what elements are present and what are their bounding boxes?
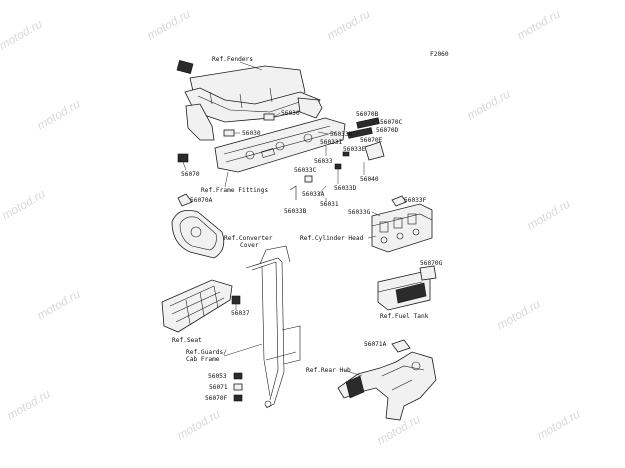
watermark: motod.ru [35,97,83,133]
decal-56037 [231,295,241,305]
ref-converter-cover-label-1: Ref.Converter [224,235,273,242]
part-56031: 56031 [320,201,339,208]
part-56070: 56070 [181,171,200,178]
watermark: motod.ru [5,387,53,423]
cylinder-head [371,203,433,253]
part-56033d: 56033D [334,185,357,192]
part-56033e: 56033E [343,146,366,153]
ref-fenders-label: Ref.Fenders [212,56,253,63]
figure-code: F2060 [430,51,449,58]
watermark: motod.ru [35,287,83,323]
part-56053: 56053 [208,373,227,380]
decal-56033e [342,151,350,157]
decal-56070b [356,117,380,129]
watermark: motod.ru [535,407,583,443]
decal-56070 [177,153,189,163]
part-56070e: 56070E [360,137,383,144]
part-56033h: 56033H [330,131,353,138]
part-56070g: 56070G [420,260,443,267]
part-56070f: 56070F [205,395,228,402]
decal-56071 [233,383,243,391]
ref-cylinder-head-label: Ref.Cylinder Head [300,235,364,242]
ref-seat-label: Ref.Seat [172,337,202,344]
decal-56053 [233,372,243,380]
part-56033f: 56033F [404,197,427,204]
part-56040: 56040 [360,176,379,183]
rear-hub-assembly [337,351,437,421]
ref-frame-fittings-label: Ref.Frame Fittings [201,187,268,194]
decal-56070e [364,141,385,161]
decal-56070g [419,265,437,281]
ref-rear-hub-label: Ref.Rear Hub [306,367,351,374]
part-56070d: 56070D [376,127,399,134]
decal-56030 [223,129,235,137]
watermark: motod.ru [325,7,373,43]
decal-56030 [263,113,275,121]
part-56071a: 56071A [364,341,387,348]
decal-56033f [391,195,407,207]
converter-cover [171,209,225,259]
ref-converter-cover-label-2: Cover [240,242,259,249]
decal-56033d [334,163,342,170]
part-56070b: 56070B [356,111,379,118]
part-56037: 56037 [231,310,250,317]
part-56070c: 56070C [380,119,403,126]
part-56030-a: 56030 [281,110,300,117]
decal-56071a [391,339,411,353]
fender-assembly [184,65,323,141]
part-56033b: 56033B [284,208,307,215]
ref-guards-label-2: Cab Frame [186,356,220,363]
frame-fittings-panel [214,117,346,173]
part-56033g: 56033G [348,209,371,216]
watermark: motod.ru [145,7,193,43]
ref-guards-label-1: Ref.Guards/ [186,349,227,356]
part-56033i: 56033I [320,139,343,146]
watermark: motod.ru [515,7,563,43]
decal-56070d [347,127,373,139]
part-56033c: 56033C [294,167,317,174]
part-56033a: 56033A [302,191,325,198]
decal-56070a [177,193,193,207]
watermark: motod.ru [0,187,48,223]
seat-assembly [161,279,233,333]
watermark: motod.ru [175,407,223,443]
watermark: motod.ru [495,297,543,333]
bracket-56033b [289,185,297,200]
watermark: motod.ru [465,87,513,123]
watermark: motod.ru [525,197,573,233]
cab-frame [245,245,301,409]
part-56033: 56033 [314,158,333,165]
part-56070a: 56070A [190,197,213,204]
part-56071: 56071 [209,384,228,391]
watermark: motod.ru [0,17,45,53]
decal-56033c [304,175,313,183]
decal-56070f [233,394,243,402]
fender-decal [176,59,194,75]
part-56030-b: 56030 [242,130,261,137]
ref-fuel-tank-label: Ref.Fuel Tank [380,313,429,320]
